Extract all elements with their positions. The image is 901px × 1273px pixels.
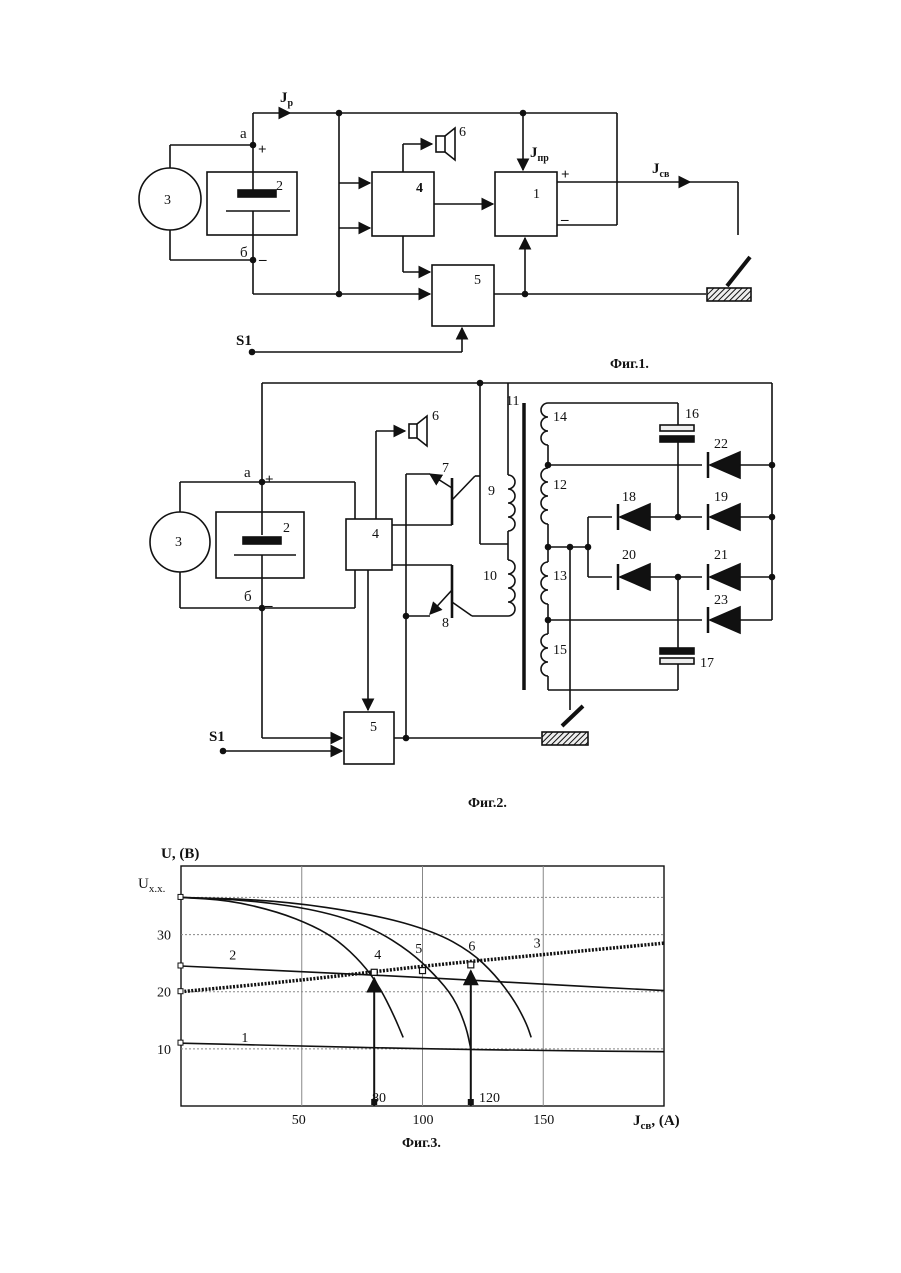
- label-9: 9: [488, 484, 495, 499]
- x-axis-label: Jсв, (А): [633, 1113, 680, 1132]
- label-2: 2: [283, 521, 290, 536]
- y-tick-label: 30: [157, 929, 171, 944]
- label-4: 4: [416, 181, 423, 196]
- label-12: 12: [553, 478, 567, 493]
- operating-point-6: [468, 962, 474, 968]
- curve-6: [181, 897, 531, 1037]
- label-1: 1: [533, 187, 540, 202]
- curve-label-1: 1: [241, 1031, 248, 1046]
- workpiece-icon: [707, 288, 751, 301]
- label-17: 17: [700, 656, 714, 671]
- label-14: 14: [553, 410, 567, 425]
- curve-label-5: 5: [415, 942, 422, 957]
- label-current-p: Jр: [280, 90, 294, 109]
- label-current-pr: Jпр: [530, 145, 549, 164]
- node-label-a: а: [240, 126, 247, 142]
- figure-1-caption: Фиг.1.: [610, 357, 649, 372]
- switch-label-s1: S1: [209, 729, 225, 745]
- node-label-b: б: [240, 245, 248, 261]
- marker-label-80: 80: [372, 1091, 386, 1106]
- y-tick-label: 20: [157, 986, 171, 1001]
- axis-marker: [178, 1040, 183, 1045]
- y-top-label-uxx: Uх.х.: [138, 876, 166, 895]
- speaker-icon-6: [436, 136, 445, 152]
- x-tick-label: 100: [413, 1113, 434, 1128]
- label-3: 3: [164, 193, 171, 208]
- label-21: 21: [714, 548, 728, 563]
- label-4: 4: [372, 527, 379, 542]
- plus-sign: +: [258, 142, 267, 158]
- x-tick-label: 50: [292, 1113, 306, 1128]
- y-tick-label: 10: [157, 1043, 171, 1058]
- minus-sign: –: [264, 598, 273, 614]
- marker-label-120: 120: [479, 1091, 500, 1106]
- axis-marker: [178, 963, 183, 968]
- label-6: 6: [459, 125, 466, 140]
- figure-1-block-diagram: [139, 111, 751, 355]
- y-axis-label: U, (B): [161, 846, 199, 862]
- diode-21: [710, 564, 740, 590]
- figure-2-caption: Фиг.2.: [468, 796, 507, 811]
- label-7: 7: [442, 461, 449, 476]
- diode-18: [620, 504, 650, 530]
- figure-2-circuit: [150, 381, 775, 765]
- curve-label-3: 3: [534, 937, 541, 952]
- control-block-4: [346, 519, 392, 570]
- label-22: 22: [714, 437, 728, 452]
- battery-block-2: [216, 512, 304, 578]
- axis-marker: [178, 894, 183, 899]
- minus-sign: –: [258, 252, 267, 268]
- label-18: 18: [622, 490, 636, 505]
- label-5: 5: [370, 720, 377, 735]
- welding-source-block-1: [495, 172, 557, 236]
- figure-3-chart: 1 2 3 4 5 6 50 100 150 10 20 30 U, (B) Uх.х. 80 12…: [138, 846, 680, 1151]
- curve-label-6: 6: [468, 940, 475, 955]
- diode-20: [620, 564, 650, 590]
- capacitor-16: [660, 425, 694, 431]
- figure-3-caption: Фиг.3.: [402, 1136, 441, 1151]
- speaker-icon-6: [409, 424, 417, 438]
- diode-19: [710, 504, 740, 530]
- workpiece-icon: [542, 732, 588, 745]
- label-23: 23: [714, 593, 728, 608]
- label-10: 10: [483, 569, 497, 584]
- label-2: 2: [276, 179, 283, 194]
- curve-label-4: 4: [374, 948, 381, 963]
- capacitor-17: [660, 648, 694, 654]
- switch-label-s1: S1: [236, 333, 252, 349]
- relay-block-5: [432, 265, 494, 326]
- label-19: 19: [714, 490, 728, 505]
- label-3: 3: [175, 535, 182, 550]
- diode-22: [710, 452, 740, 478]
- control-block-4: [372, 172, 434, 236]
- label-16: 16: [685, 407, 699, 422]
- figure-1-labels: Jр а + б – 3 2 4 6 Jпр 1 + – Jсв 5 S1 Фи…: [164, 90, 670, 372]
- operating-point-5: [420, 968, 426, 974]
- label-11: 11: [506, 394, 519, 409]
- plus-sign: +: [265, 472, 274, 488]
- label-8: 8: [442, 616, 449, 631]
- axis-marker: [178, 989, 183, 994]
- label-20: 20: [622, 548, 636, 563]
- battery-block-2: [207, 172, 297, 235]
- curve-label-2: 2: [229, 949, 236, 964]
- node-label-b: б: [244, 589, 252, 605]
- x-tick-label: 150: [533, 1113, 554, 1128]
- label-15: 15: [553, 643, 567, 658]
- label-current-sv: Jсв: [652, 161, 670, 180]
- relay-block-5: [344, 712, 394, 764]
- node-label-a: а: [244, 465, 251, 481]
- output-minus: –: [560, 212, 569, 228]
- label-6: 6: [432, 409, 439, 424]
- output-plus: +: [561, 167, 570, 183]
- label-5: 5: [474, 273, 481, 288]
- diode-23: [710, 607, 740, 633]
- operating-point-4: [371, 969, 377, 975]
- base-marker-120: [468, 1099, 474, 1105]
- label-13: 13: [553, 569, 567, 584]
